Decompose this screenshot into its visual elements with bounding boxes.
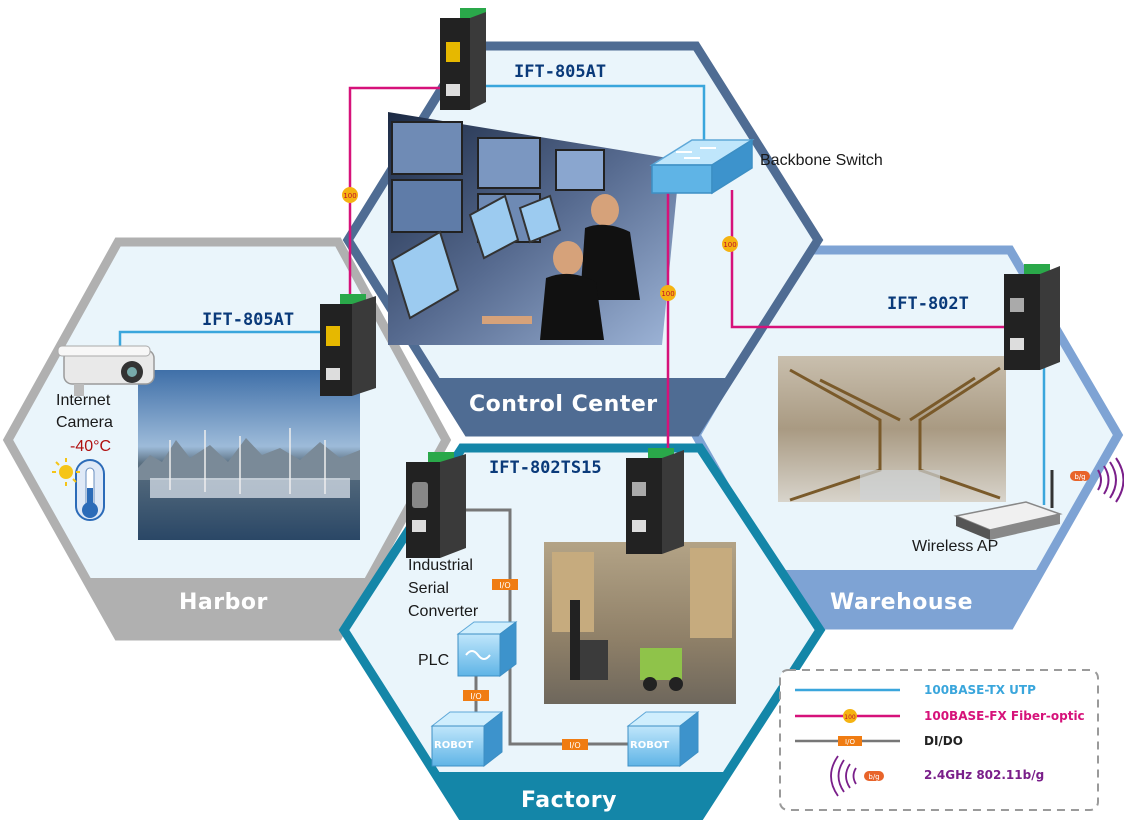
sun-icon: [52, 458, 80, 486]
harbor-converter-label: IFT-805AT: [202, 310, 295, 330]
control-room-photo: [388, 112, 680, 345]
backbone-switch-label: Backbone Switch: [760, 152, 883, 169]
svg-text:b/g: b/g: [1074, 473, 1085, 481]
svg-text:I/O: I/O: [569, 741, 580, 750]
temperature-label: -40°C: [70, 438, 112, 455]
warehouse-converter-label: IFT-802T: [887, 294, 969, 314]
legend-dido-label: DI/DO: [924, 734, 963, 748]
internet-camera-device: [57, 345, 155, 396]
plc-device: [456, 621, 518, 677]
wireless-ap-label: Wireless AP: [912, 538, 999, 555]
legend-utp-label: 100BASE-TX UTP: [924, 683, 1036, 697]
fiber-badge: 100: [342, 187, 358, 203]
legend-fiber-label: 100BASE-FX Fiber-optic: [924, 709, 1085, 723]
converter-factory: [626, 448, 684, 554]
factory-photo: [544, 542, 736, 704]
serial-converter-label-line1: Industrial: [408, 557, 473, 574]
svg-text:100: 100: [723, 241, 736, 249]
svg-text:100: 100: [844, 714, 856, 721]
svg-text:100: 100: [343, 192, 356, 200]
robot-device-right: [626, 710, 700, 768]
factory-converter-label: IFT-802TS15: [489, 458, 602, 478]
harbor-photo: [138, 370, 360, 540]
control-center-converter-label: IFT-805AT: [514, 62, 607, 82]
svg-text:I/O: I/O: [499, 581, 510, 590]
wireless-badge: b/g: [1070, 471, 1090, 481]
converter-control-center: [440, 8, 486, 110]
zone-title-harbor: Harbor: [179, 590, 268, 615]
svg-text:I/O: I/O: [845, 738, 855, 746]
robot-device-left: [430, 710, 504, 768]
legend-box: 100 I/O b/g: [779, 669, 1099, 811]
svg-text:100: 100: [661, 290, 674, 298]
io-badge: I/O: [463, 690, 489, 701]
zone-title-control-center: Control Center: [469, 392, 658, 417]
legend-wireless-label: 2.4GHz 802.11b/g: [924, 768, 1045, 782]
utp-links: [118, 84, 1046, 505]
backbone-switch-device: [649, 138, 755, 195]
robot-label-right: ROBOT: [630, 740, 670, 751]
svg-text:I/O: I/O: [470, 692, 481, 701]
zone-title-factory: Factory: [521, 788, 617, 813]
serial-converter-device: [406, 452, 466, 558]
wireless-ap-device: [953, 470, 1063, 540]
plc-label: PLC: [418, 652, 450, 669]
converter-warehouse: [1004, 264, 1060, 370]
svg-text:b/g: b/g: [868, 773, 879, 781]
fiber-badge: 100: [722, 236, 738, 252]
thermometer-icon: [75, 459, 105, 521]
converter-harbor: [320, 294, 376, 396]
fiber-badge: 100: [660, 285, 676, 301]
internet-camera-label-line1: Internet: [56, 392, 111, 409]
io-badge: I/O: [492, 579, 518, 590]
io-badge: I/O: [562, 739, 588, 750]
serial-converter-label-line3: Converter: [408, 603, 479, 620]
warehouse-photo: [778, 356, 1006, 502]
fiber-links: [348, 86, 1004, 454]
zone-title-warehouse: Warehouse: [830, 590, 974, 615]
internet-camera-label-line2: Camera: [56, 414, 113, 431]
robot-label-left: ROBOT: [434, 740, 474, 751]
serial-converter-label-line2: Serial: [408, 580, 449, 597]
